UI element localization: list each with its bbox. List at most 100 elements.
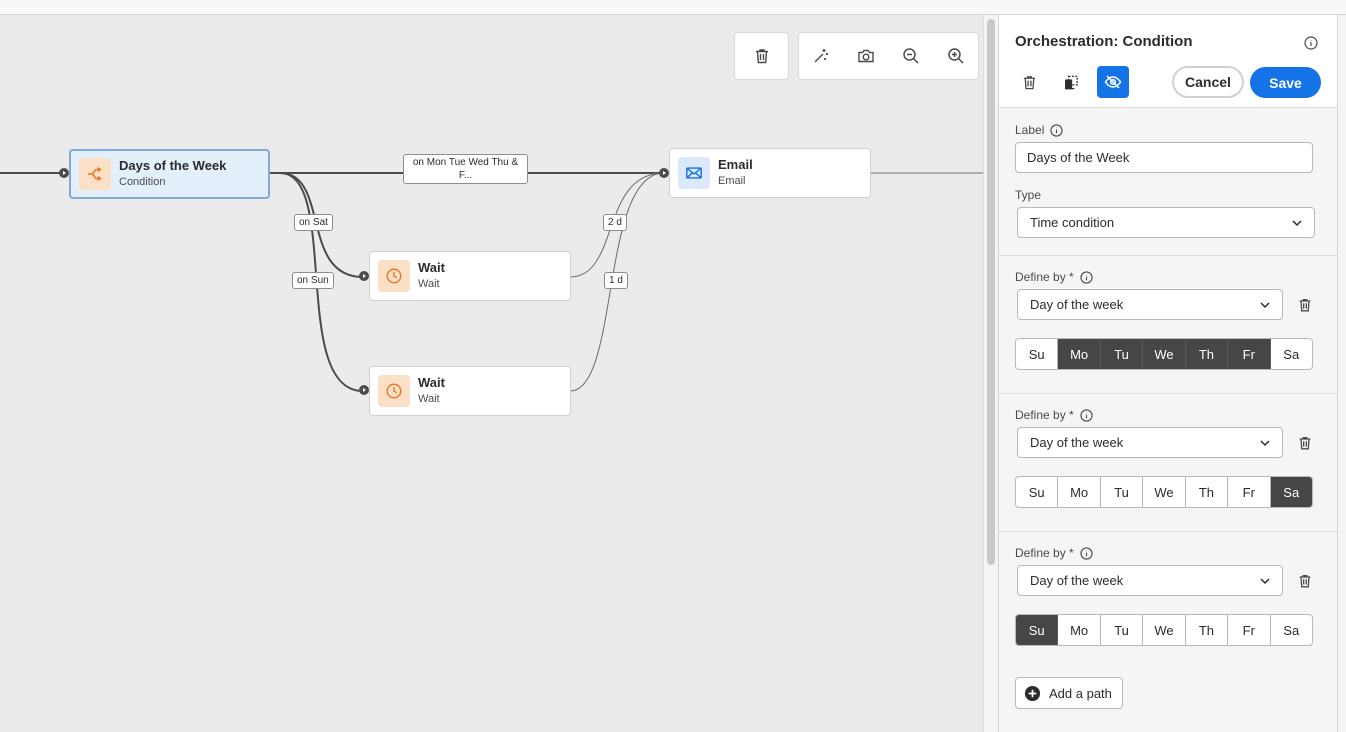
day-toggle-fr[interactable]: Fr xyxy=(1228,339,1271,369)
define-by-value: Day of the week xyxy=(1030,297,1124,312)
day-toggle-we[interactable]: We xyxy=(1143,339,1186,369)
delete-condition-icon[interactable] xyxy=(1297,573,1313,589)
info-icon[interactable] xyxy=(1050,123,1064,137)
chevron-down-icon xyxy=(1260,301,1270,308)
node-wait-2-input-port[interactable] xyxy=(359,385,369,395)
journey-canvas[interactable]: Days of the Week Condition Email Email W… xyxy=(0,15,983,732)
node-wait-1-input-port[interactable] xyxy=(359,271,369,281)
define-by-select[interactable]: Day of the week xyxy=(1017,289,1283,320)
canvas-delete-toolbar xyxy=(734,32,789,80)
define-by-label: Define by * xyxy=(1015,408,1093,422)
day-toggle-we[interactable]: We xyxy=(1143,477,1186,507)
clock-icon xyxy=(378,375,410,407)
node-title: Wait xyxy=(418,375,445,390)
day-toggle-tu[interactable]: Tu xyxy=(1101,615,1144,645)
node-wait-1[interactable]: Wait Wait xyxy=(369,251,571,301)
day-toggle-su[interactable]: Su xyxy=(1016,339,1059,369)
add-path-button[interactable]: Add a path xyxy=(1015,677,1123,709)
node-subtitle: Condition xyxy=(119,176,166,188)
info-icon[interactable] xyxy=(1080,546,1093,560)
panel-actions xyxy=(1013,66,1139,98)
section-general: Label Days of the Week Type Time conditi… xyxy=(999,107,1337,255)
properties-panel: Orchestration: Condition Cancel Save Lab… xyxy=(998,15,1338,732)
add-path-label: Add a path xyxy=(1049,685,1112,701)
trash-icon xyxy=(755,49,768,64)
day-toggle-su[interactable]: Su xyxy=(1016,615,1059,645)
define-by-label: Define by * xyxy=(1015,546,1093,560)
canvas-tools-toolbar xyxy=(798,32,979,80)
day-toggle-tu[interactable]: Tu xyxy=(1100,339,1144,369)
edge-label-wait2-delay[interactable]: 1 d xyxy=(604,272,628,289)
day-toggle-sa[interactable]: Sa xyxy=(1283,622,1300,638)
node-title: Days of the Week xyxy=(119,158,227,173)
node-condition[interactable]: Days of the Week Condition xyxy=(69,149,270,199)
type-select[interactable]: Time condition xyxy=(1017,207,1315,238)
day-toggle-fr[interactable]: Fr xyxy=(1228,615,1271,645)
node-subtitle: Wait xyxy=(418,278,440,290)
node-email-input-port[interactable] xyxy=(659,168,669,178)
scrollbar-thumb[interactable] xyxy=(987,19,995,565)
cancel-button[interactable]: Cancel xyxy=(1172,66,1244,98)
delete-button[interactable] xyxy=(747,41,777,71)
day-toggle-th[interactable]: Th xyxy=(1185,339,1229,369)
node-title: Wait xyxy=(418,260,445,275)
canvas-scrollbar[interactable] xyxy=(983,15,998,732)
day-toggle-sa[interactable]: Sa xyxy=(1283,346,1300,362)
edge-label-weekdays[interactable]: on Mon Tue Wed Thu & F... xyxy=(403,154,528,184)
top-bar xyxy=(0,0,1346,15)
chevron-down-icon xyxy=(1260,577,1270,584)
zoom-out-icon xyxy=(903,48,919,64)
define-by-select[interactable]: Day of the week xyxy=(1017,565,1283,596)
node-title: Email xyxy=(718,157,753,172)
hide-button[interactable] xyxy=(1097,66,1129,98)
define-by-value: Day of the week xyxy=(1030,573,1124,588)
clock-icon xyxy=(378,260,410,292)
delete-condition-icon[interactable] xyxy=(1297,435,1313,451)
copy-icon xyxy=(1064,75,1078,89)
day-toggle-fr[interactable]: Fr xyxy=(1228,477,1271,507)
day-toggle-tu[interactable]: Tu xyxy=(1101,477,1144,507)
day-toggle-sa[interactable]: Sa xyxy=(1270,477,1312,507)
day-toggle-we[interactable]: We xyxy=(1143,615,1186,645)
day-toggle-su[interactable]: Su xyxy=(1016,477,1059,507)
node-condition-input-port[interactable] xyxy=(59,168,69,178)
edge-label-wait1-delay[interactable]: 2 d xyxy=(603,214,627,231)
delete-condition-icon[interactable] xyxy=(1297,297,1313,313)
info-icon[interactable] xyxy=(1304,36,1318,50)
node-wait-2[interactable]: Wait Wait xyxy=(369,366,571,416)
duplicate-button[interactable] xyxy=(1055,66,1087,98)
type-select-value: Time condition xyxy=(1030,215,1115,230)
label-input[interactable]: Days of the Week xyxy=(1015,142,1313,173)
day-toggle-mo[interactable]: Mo xyxy=(1058,339,1101,369)
save-button[interactable]: Save xyxy=(1250,67,1321,98)
zoom-out-button[interactable] xyxy=(896,41,926,71)
edge-label-sun[interactable]: on Sun xyxy=(292,272,334,289)
camera-icon xyxy=(858,49,874,63)
add-circle-icon xyxy=(1024,685,1041,701)
panel-title: Orchestration: Condition xyxy=(1015,33,1193,50)
eye-off-icon xyxy=(1104,75,1122,89)
auto-arrange-button[interactable] xyxy=(806,41,836,71)
info-icon[interactable] xyxy=(1080,408,1093,422)
label-field-label: Label xyxy=(1015,123,1064,137)
define-by-select[interactable]: Day of the week xyxy=(1017,427,1283,458)
panel-edge xyxy=(1338,15,1346,732)
screenshot-button[interactable] xyxy=(851,41,881,71)
day-toggle-mo[interactable]: Mo xyxy=(1058,477,1101,507)
define-by-value: Day of the week xyxy=(1030,435,1124,450)
chevron-down-icon xyxy=(1292,219,1302,226)
condition-icon xyxy=(79,158,111,190)
zoom-in-icon xyxy=(947,48,964,64)
node-email[interactable]: Email Email xyxy=(669,148,871,198)
edge-label-sat[interactable]: on Sat xyxy=(294,214,333,231)
delete-activity-button[interactable] xyxy=(1013,66,1045,98)
info-icon[interactable] xyxy=(1080,270,1093,284)
day-toggle-th[interactable]: Th xyxy=(1186,615,1229,645)
day-toggle-mo[interactable]: Mo xyxy=(1058,615,1101,645)
zoom-in-button[interactable] xyxy=(941,41,971,71)
day-toggle-th[interactable]: Th xyxy=(1186,477,1229,507)
